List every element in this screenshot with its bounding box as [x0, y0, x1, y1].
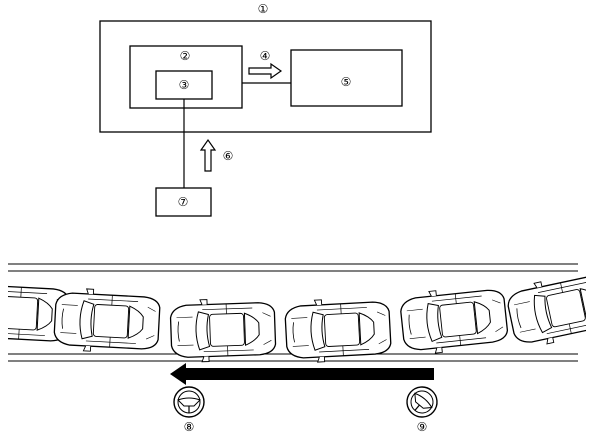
- travel-direction-arrow: [170, 363, 434, 385]
- vehicle-6: [504, 267, 590, 351]
- signal-arrow: [248, 62, 283, 80]
- label-signal-arrow: ④: [260, 49, 271, 63]
- label-outer-unit: ①: [258, 2, 269, 16]
- label-sensor: ⑦: [178, 195, 189, 209]
- steering-wheel-turned-icon: [406, 386, 438, 418]
- vehicle-2: [52, 286, 162, 356]
- sensor-box: [155, 187, 212, 217]
- vehicle-3: [169, 296, 277, 364]
- label-steering-center: ⑧: [184, 420, 195, 434]
- input-arrow: [199, 138, 217, 172]
- road-scene: ⑧ ⑨: [0, 260, 590, 434]
- steering-wheel-center-icon: [173, 386, 205, 418]
- label-input-arrow: ⑥: [223, 149, 234, 163]
- vehicle-5: [398, 283, 510, 357]
- vehicle-4: [283, 295, 393, 365]
- block-diagram: ① ② ③ ④ ⑤ ⑥ ⑦: [99, 2, 432, 217]
- label-sub-module: ③: [179, 78, 190, 92]
- target-unit-box: [290, 49, 403, 107]
- module-box: [129, 45, 243, 109]
- outer-unit-box: [99, 20, 432, 133]
- label-target-unit: ⑤: [341, 75, 352, 89]
- label-steering-turned: ⑨: [417, 420, 428, 434]
- label-module: ②: [180, 49, 191, 63]
